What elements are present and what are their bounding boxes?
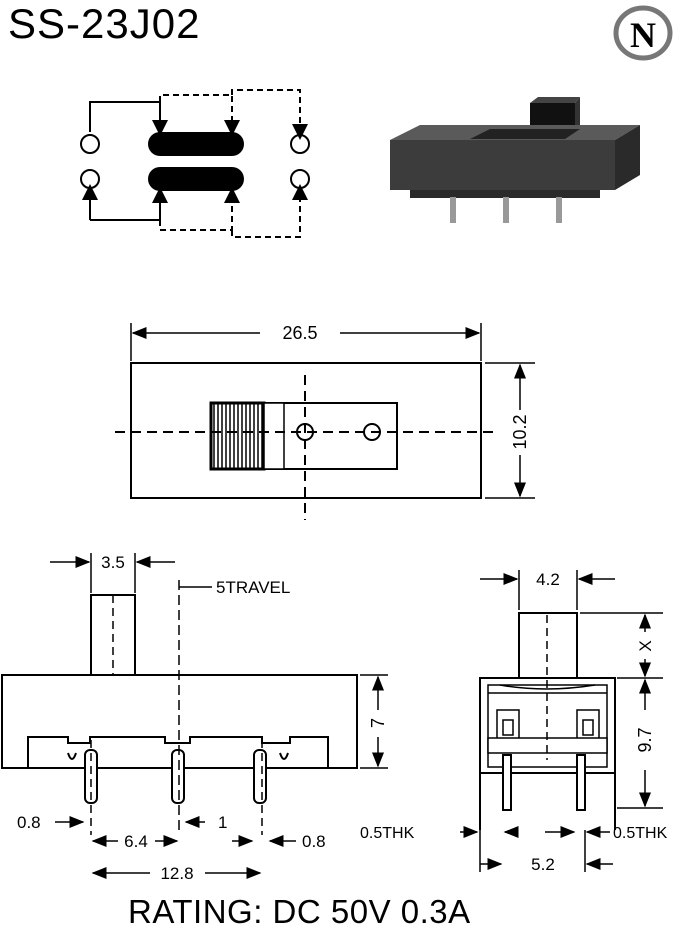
pin-diameter-dim: 0.8 (17, 813, 41, 832)
actuator-height-dim: X (636, 640, 655, 651)
width-dimension: 26.5 (282, 323, 317, 343)
body-height-side-dim: 9.7 (635, 727, 655, 752)
brand-logo: N (613, 5, 673, 61)
pin-thickness-right-dim: 0.5THK (613, 825, 668, 842)
logo-letter: N (630, 15, 656, 55)
circuit-schematic (80, 89, 310, 238)
height-dimension: 10.2 (510, 414, 530, 449)
pin-thickness-left-dim: 0.5THK (360, 825, 415, 842)
pin-span-side-dim: 5.2 (531, 855, 555, 874)
actuator-width-side-dim: 4.2 (536, 570, 560, 589)
slider-contact (148, 132, 244, 156)
terminal (290, 134, 310, 154)
pin-diameter-right-dim: 0.8 (302, 832, 326, 851)
rating-label: RATING: DC 50V 0.3A (128, 893, 471, 930)
top-view-drawing: 26.5 10.2 (115, 323, 535, 520)
gap-dim: 1 (218, 813, 227, 832)
slider-contact (148, 167, 244, 191)
body-height-dim: 7 (368, 718, 388, 728)
product-illustration (390, 97, 640, 223)
model-title: SS-23J02 (8, 0, 201, 47)
side-view-drawing: 4.2 X 9.7 0.5THK 0.5THK 5.2 (360, 570, 668, 874)
terminal (80, 169, 100, 189)
pin-span-dim: 12.8 (160, 864, 193, 883)
terminal (290, 169, 310, 189)
pitch-dim: 6.4 (124, 832, 148, 851)
front-view-drawing: 3.5 5TRAVEL 7 0.8 6.4 1 0.8 12.8 (1, 553, 388, 883)
travel-label: 5TRAVEL (216, 578, 290, 597)
actuator-width-dim: 3.5 (101, 553, 125, 572)
terminal (80, 134, 100, 154)
